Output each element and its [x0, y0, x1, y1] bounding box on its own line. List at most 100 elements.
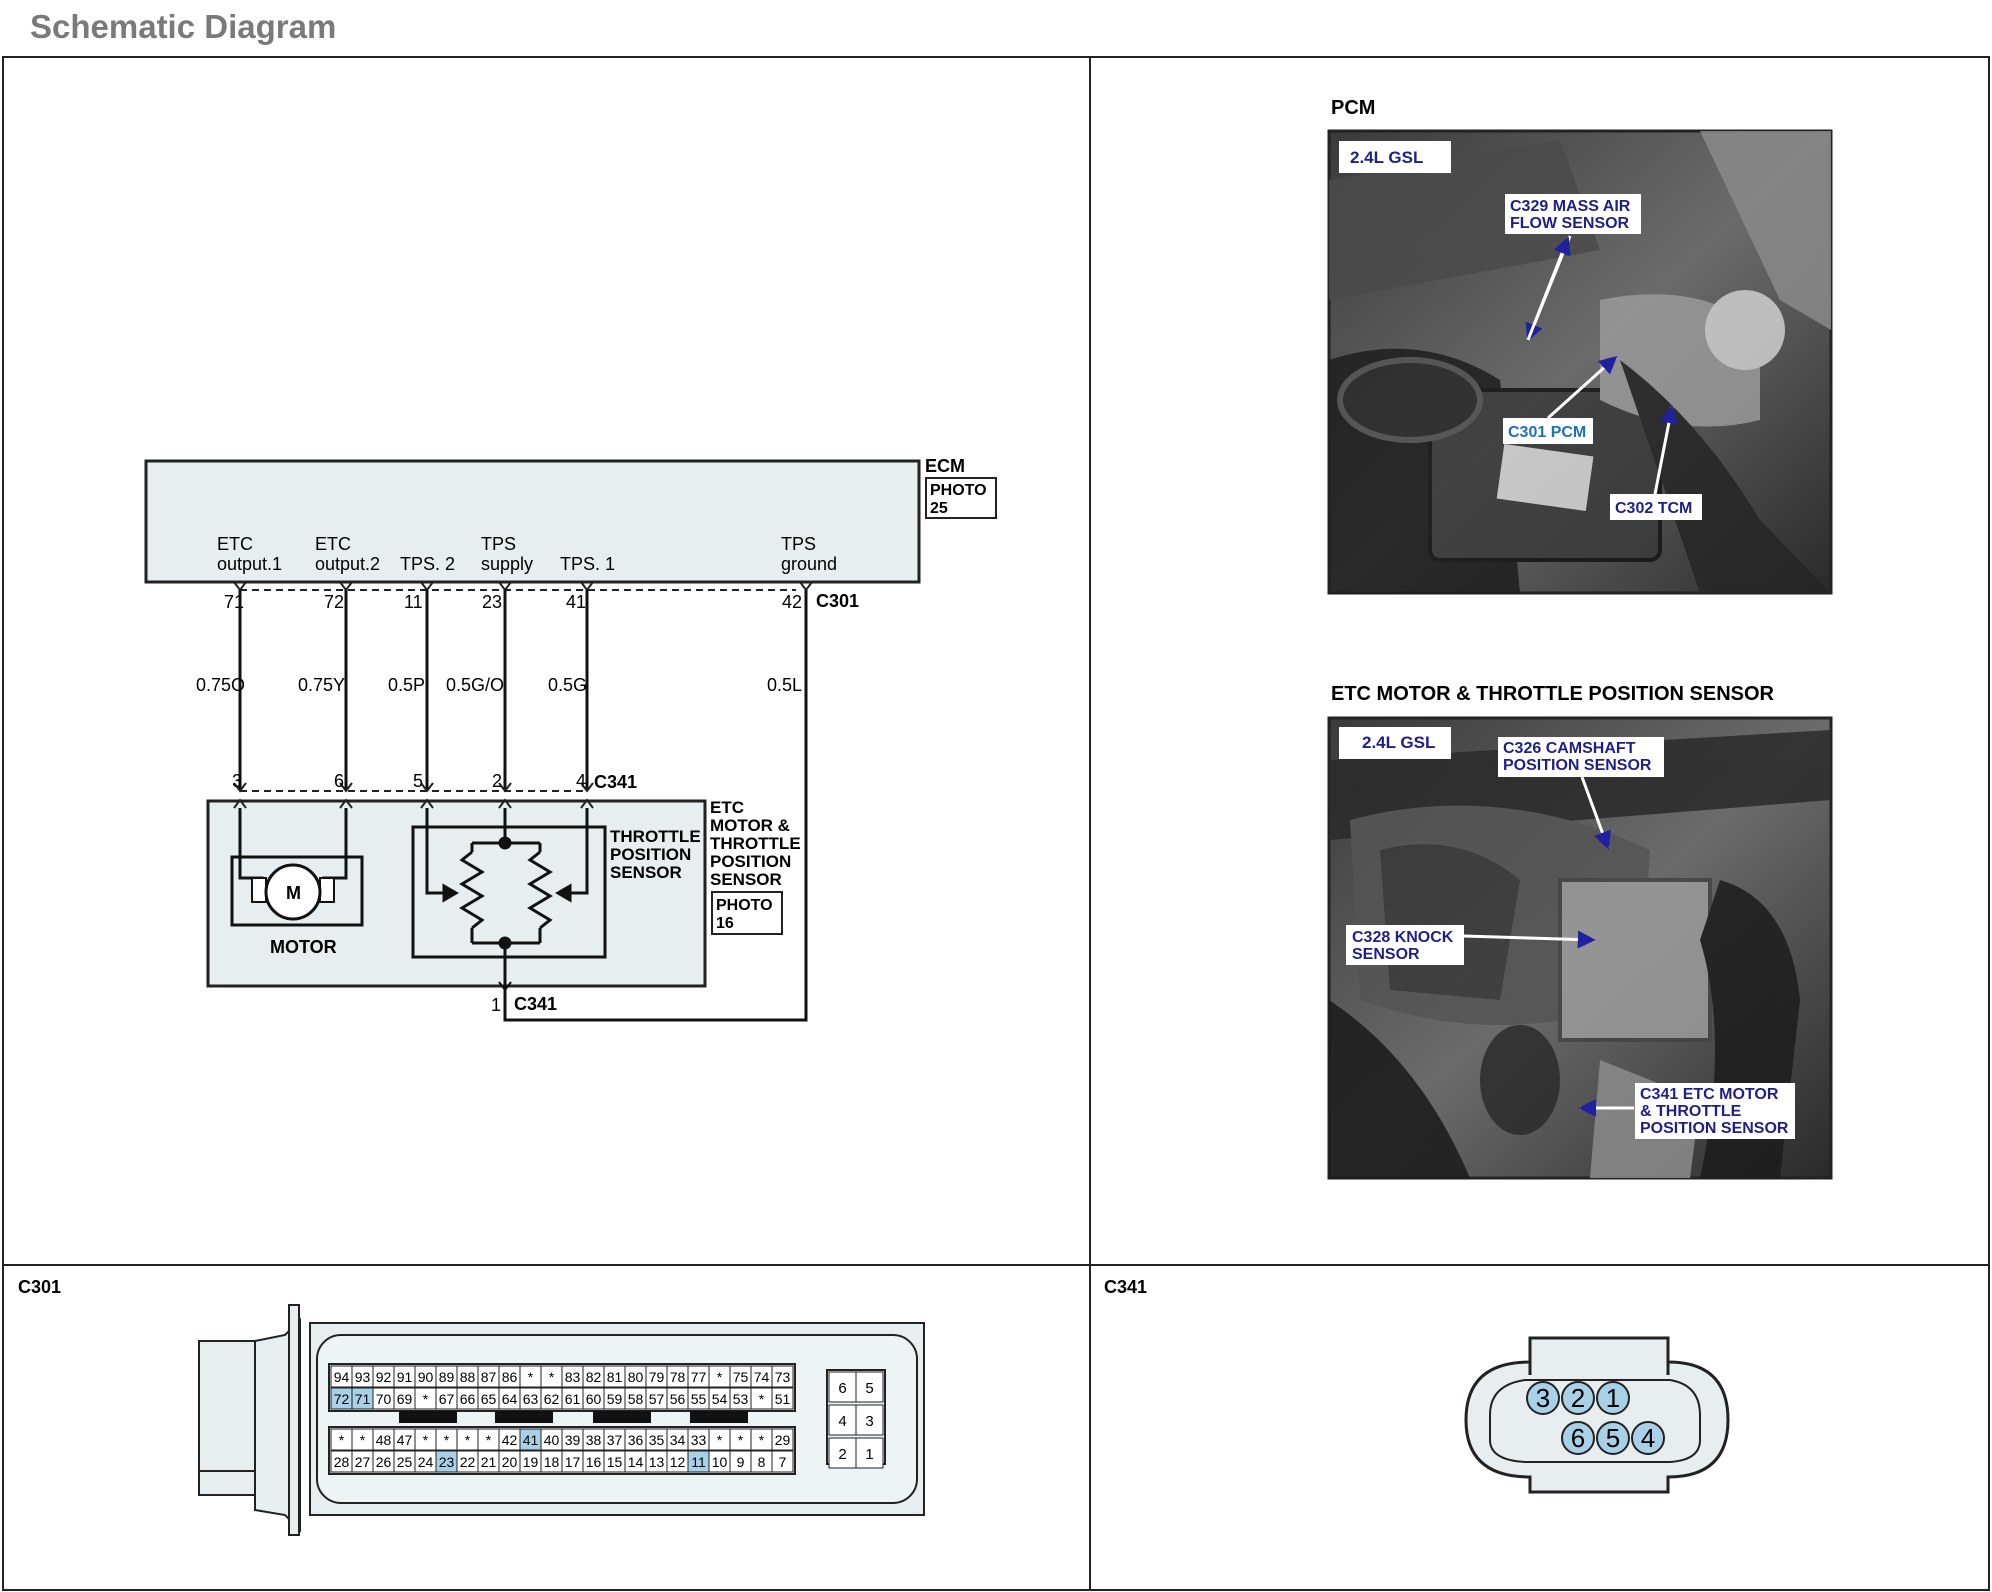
- motor-symbol-letter: M: [286, 883, 301, 903]
- c301-pin-label: 93: [355, 1369, 371, 1385]
- c301-side-pin-label: 3: [865, 1413, 873, 1430]
- c301-pin-label: 29: [775, 1432, 791, 1448]
- c301-side-pin-label: 1: [865, 1446, 873, 1463]
- c301-pin-label: 65: [481, 1391, 497, 1407]
- c301-pin-cell: [771, 1387, 794, 1410]
- c301-pin-label: 33: [691, 1432, 707, 1448]
- c301-connector-label: C301: [816, 591, 859, 611]
- ecm-pin-number-42: 42: [782, 592, 802, 612]
- c301-pin-label: 69: [397, 1391, 413, 1407]
- ecm-pin-name-2a: ETC: [315, 534, 351, 554]
- wire-label-72: 0.75Y: [298, 675, 345, 695]
- c301-pin-label: 56: [670, 1391, 686, 1407]
- c301-pin-label: 23: [439, 1454, 455, 1470]
- c301-side-pin-label: 2: [838, 1446, 846, 1463]
- pcm-callout-tcm: C302 TCM: [1615, 500, 1692, 517]
- c301-pin-label: 89: [439, 1369, 455, 1385]
- c301-pin-label: 60: [586, 1391, 602, 1407]
- wire-color-labels: 0.75O 0.75Y 0.5P 0.5G/O 0.5G 0.5L: [196, 675, 802, 695]
- page-frame: [2, 56, 1990, 1591]
- pcm-callout-maf-1: C329 MASS AIR: [1510, 198, 1631, 215]
- etc-callout-knock-1: C328 KNOCK: [1352, 929, 1454, 946]
- pcm-callout-arrows: [1525, 235, 1678, 495]
- c301-pin-label: 70: [376, 1391, 392, 1407]
- c301-pin-label: 59: [607, 1391, 623, 1407]
- c301-pin-label: 73: [775, 1369, 791, 1385]
- c301-pin-cell: [771, 1428, 794, 1451]
- c301-pin-label: 20: [502, 1454, 518, 1470]
- c341-pin-label: 5: [1606, 1423, 1620, 1453]
- c301-side-pin-cell: [855, 1404, 884, 1436]
- tps-label-2: POSITION: [610, 845, 691, 864]
- c301-pin-label: 53: [733, 1391, 749, 1407]
- c341-pin: [1561, 1421, 1595, 1455]
- etc-module-label-5: SENSOR: [710, 870, 782, 889]
- c301-pin-label: 79: [649, 1369, 665, 1385]
- c301-pin-label: 18: [544, 1454, 560, 1470]
- c301-pin-label: 54: [712, 1391, 728, 1407]
- c301-pin-label: *: [360, 1432, 366, 1448]
- pcm-engine-photo: [1329, 131, 1831, 593]
- etc-photo-title: ETC MOTOR & THROTTLE POSITION SENSOR: [1331, 683, 1775, 705]
- ecm-pin-number-23: 23: [482, 592, 502, 612]
- c301-side-pin-cell: [828, 1404, 857, 1436]
- c301-pin-label: 83: [565, 1369, 581, 1385]
- tps-symbol: [411, 808, 607, 992]
- c301-pin-label: 15: [607, 1454, 623, 1470]
- c301-side-pin-label: 6: [838, 1380, 846, 1397]
- ground-connector-label: C341: [514, 994, 557, 1014]
- c301-pin-label: 28: [334, 1454, 350, 1470]
- ecm-pin-name-2b: output.2: [315, 554, 380, 574]
- c301-pin-label: 86: [502, 1369, 518, 1385]
- c301-keys: [399, 1411, 748, 1423]
- c301-pin-label: 91: [397, 1369, 413, 1385]
- wire-label-41: 0.5G: [548, 675, 587, 695]
- c301-pin-label: 81: [607, 1369, 623, 1385]
- c341-pin: [1561, 1381, 1595, 1415]
- etc-module-label-1: ETC: [710, 798, 744, 817]
- c301-pin-label: 21: [481, 1454, 497, 1470]
- etc-callout-cmp-2: POSITION SENSOR: [1503, 757, 1652, 774]
- c301-pin-label: *: [423, 1391, 429, 1407]
- c301-pin-label: *: [759, 1432, 765, 1448]
- c341-pin-label: 3: [1536, 1383, 1550, 1413]
- c301-pin-label: 11: [691, 1454, 706, 1470]
- wire-label-11: 0.5P: [388, 675, 425, 695]
- page-title: Schematic Diagram: [30, 8, 337, 45]
- c301-pin-label: 71: [355, 1391, 371, 1407]
- c301-pin-label: 26: [376, 1454, 392, 1470]
- pcm-callout-maf-2: FLOW SENSOR: [1510, 215, 1630, 232]
- ecm-label: ECM: [925, 456, 965, 476]
- ecm-pin-name-5b: TPS. 1: [560, 554, 615, 574]
- c341-pin: [1596, 1381, 1630, 1415]
- c301-pin-label: 27: [355, 1454, 371, 1470]
- c301-pin-label: 92: [376, 1369, 392, 1385]
- c341-pin-3: 3: [232, 771, 242, 791]
- c301-pin-label: *: [423, 1432, 429, 1448]
- ecm-pin-name-6a: TPS: [781, 534, 816, 554]
- c301-pin-label: 67: [439, 1391, 455, 1407]
- c301-pin-label: 36: [628, 1432, 644, 1448]
- ecm-photo-line-1: PHOTO: [930, 482, 987, 499]
- c341-pin-5: 5: [413, 771, 423, 791]
- c301-side-pin-cell: [828, 1437, 857, 1469]
- pcm-photo-tag: 2.4L GSL: [1350, 148, 1423, 167]
- c301-pin-label: 25: [397, 1454, 413, 1470]
- etc-module-label-2: MOTOR &: [710, 816, 790, 835]
- etc-module-label-3: THROTTLE: [710, 834, 801, 853]
- wire-label-23: 0.5G/O: [446, 675, 504, 695]
- c301-side-pin-label: 5: [865, 1380, 873, 1397]
- c301-pin-label: 8: [758, 1454, 766, 1470]
- c301-pin-label: *: [759, 1391, 765, 1407]
- etc-callout-arrows: [1463, 776, 1634, 1117]
- c301-pin-label: *: [549, 1369, 555, 1385]
- c301-pin-label: 35: [649, 1432, 665, 1448]
- c301-pin-label: 78: [670, 1369, 686, 1385]
- c301-pin-label: 13: [649, 1454, 665, 1470]
- c301-pin-label: 82: [586, 1369, 602, 1385]
- wire-label-71: 0.75O: [196, 675, 245, 695]
- tps-label-3: SENSOR: [610, 863, 682, 882]
- etc-engine-photo: [1329, 730, 1831, 1178]
- c301-pin-label: 48: [376, 1432, 392, 1448]
